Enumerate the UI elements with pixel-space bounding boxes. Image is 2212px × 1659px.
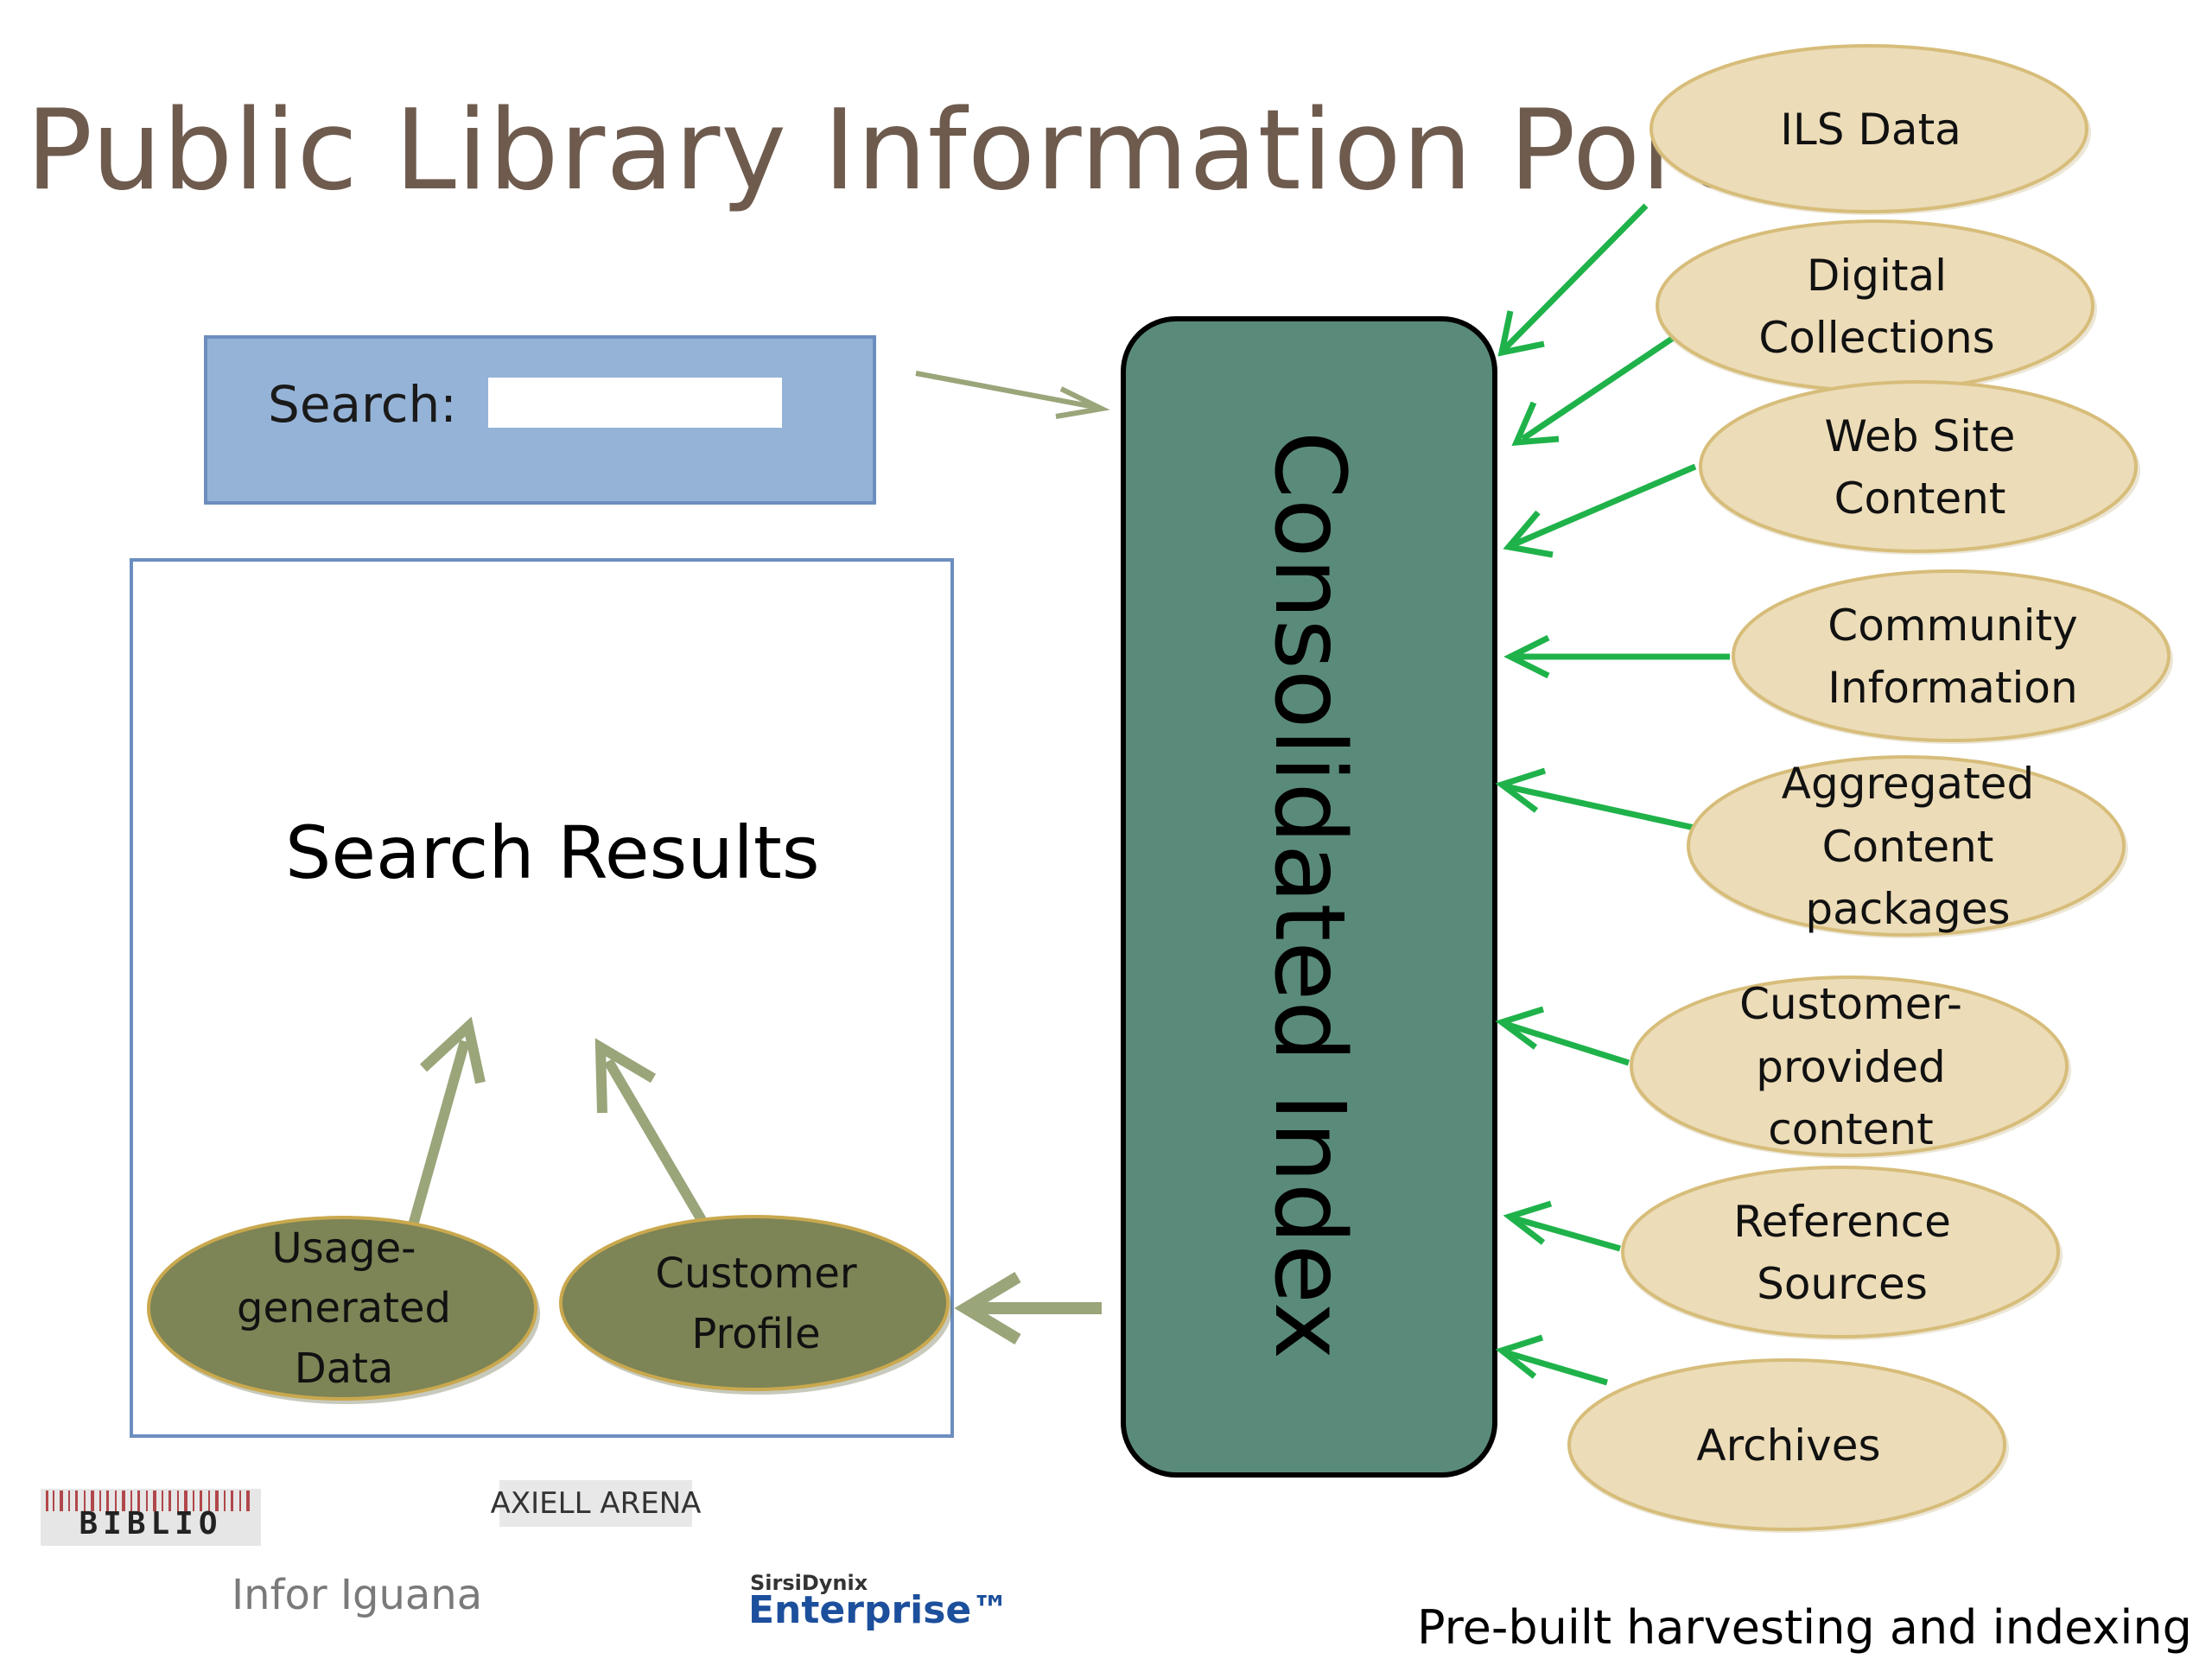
customer-profile-node: Customer Profile xyxy=(557,1210,955,1400)
source-label: Reference Sources xyxy=(1733,1196,1951,1310)
source-reference-sources: Reference Sources xyxy=(1618,1162,2067,1344)
search-panel: Search: xyxy=(204,335,876,505)
ellipse-shape xyxy=(1687,755,2128,938)
source-label: ILS Data xyxy=(1780,104,1961,155)
usage-data-arrow xyxy=(408,1016,486,1227)
source-customer-provided: Customer- provided content xyxy=(1626,972,2075,1162)
source-label: Web Site Content xyxy=(1824,410,2016,524)
node-label: Usage- generated Data xyxy=(237,1224,451,1393)
source-arrow xyxy=(1495,1006,1630,1066)
source-label: Aggregated Content packages xyxy=(1781,759,2035,935)
source-arrow xyxy=(1495,1334,1608,1386)
index-to-results-arrow xyxy=(954,1271,1102,1345)
source-label: Community Information xyxy=(1827,600,2078,714)
ellipse-shape xyxy=(147,1216,540,1404)
axiell-arena-logo: AXIELL ARENA xyxy=(491,1480,701,1527)
search-to-index-arrow xyxy=(915,371,1110,419)
customer-profile-arrow xyxy=(594,1038,707,1224)
ellipse-shape xyxy=(1699,380,2140,555)
ellipse-shape xyxy=(1621,1166,2063,1340)
biblio-logo-text: BIBLIO xyxy=(79,1506,223,1541)
ellipse-shape xyxy=(1630,976,2071,1159)
sirsidynix-logo-small: SirsiDynix xyxy=(750,1571,868,1595)
source-label: Customer- provided content xyxy=(1739,979,1962,1155)
barcode-icon xyxy=(46,1491,250,1511)
source-archives: Archives xyxy=(1564,1355,2013,1536)
source-arrow xyxy=(1495,767,1703,833)
source-community-information: Community Information xyxy=(1728,566,2177,747)
consolidated-index-box xyxy=(1121,316,1497,1478)
ellipse-shape xyxy=(559,1215,952,1395)
source-arrow xyxy=(1497,203,1649,357)
ellipse-shape xyxy=(1649,44,2091,215)
node-label: Customer Profile xyxy=(655,1249,857,1358)
source-web-site-content: Web Site Content xyxy=(1695,377,2145,558)
search-results-title: Search Results xyxy=(285,810,820,895)
sirsidynix-enterprise-logo: Enterprise™ xyxy=(748,1588,1010,1632)
source-label: Archives xyxy=(1696,1420,1881,1471)
source-arrow xyxy=(1503,1200,1621,1252)
search-label: Search: xyxy=(268,375,457,434)
search-input[interactable] xyxy=(488,378,782,428)
source-label: Digital Collections xyxy=(1758,250,1995,364)
source-aggregated-content: Aggregated Content packages xyxy=(1683,752,2133,942)
source-digital-collections: Digital Collections xyxy=(1652,216,2101,397)
source-arrow xyxy=(1503,463,1697,558)
caption: Pre-built harvesting and indexing xyxy=(1417,1600,2192,1655)
source-arrow xyxy=(1511,334,1676,446)
ellipse-shape xyxy=(1567,1358,2009,1533)
source-ils-data: ILS Data xyxy=(1646,39,2095,220)
infor-iguana-logo: Infor Iguana xyxy=(232,1571,483,1619)
biblio-logo: BIBLIO xyxy=(41,1489,261,1546)
source-arrow xyxy=(1503,634,1730,679)
usage-generated-data-node: Usage- generated Data xyxy=(145,1210,543,1408)
ellipse-shape xyxy=(1732,569,2173,744)
page-title: Public Library Information Portal xyxy=(26,86,1833,215)
ellipse-shape xyxy=(1656,219,2097,394)
